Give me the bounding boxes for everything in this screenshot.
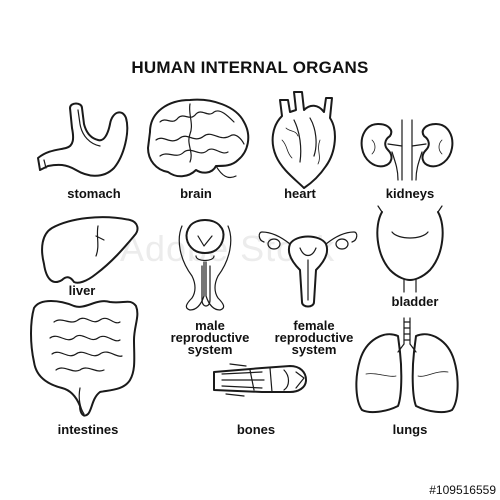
label-heart: heart xyxy=(284,186,316,201)
kidneys-drawing xyxy=(360,119,454,181)
male-reproductive-drawing xyxy=(178,219,232,311)
label-bladder: bladder xyxy=(391,294,439,309)
label-female-line3: system xyxy=(291,342,337,357)
bladder-drawing xyxy=(376,205,444,293)
label-male-line2: reproductive xyxy=(170,330,250,345)
intestines-drawing xyxy=(30,300,139,417)
stomach-drawing xyxy=(37,102,129,177)
female-reproductive-drawing xyxy=(258,231,358,308)
label-liver: liver xyxy=(68,283,96,298)
label-male-line3: system xyxy=(187,342,233,357)
heart-drawing xyxy=(271,91,336,189)
label-male-reproductive-system: male reproductive system xyxy=(158,318,262,357)
lungs-drawing xyxy=(355,317,459,414)
label-female-reproductive-system: female reproductive system xyxy=(262,318,366,357)
label-female-line1: female xyxy=(293,318,335,333)
label-intestines: intestines xyxy=(57,422,119,437)
label-stomach: stomach xyxy=(67,186,121,201)
label-bones: bones xyxy=(236,422,276,437)
label-lungs: lungs xyxy=(392,422,428,437)
label-female-line2: reproductive xyxy=(274,330,354,345)
page-title: HUMAN INTERNAL ORGANS xyxy=(131,58,369,77)
label-kidneys: kidneys xyxy=(385,186,435,201)
label-male-line1: male xyxy=(195,318,225,333)
stock-id: #109516559 xyxy=(429,483,496,497)
liver-drawing xyxy=(41,216,139,284)
brain-drawing xyxy=(147,98,250,179)
label-brain: brain xyxy=(180,186,212,201)
bones-hand-drawing xyxy=(213,363,307,397)
